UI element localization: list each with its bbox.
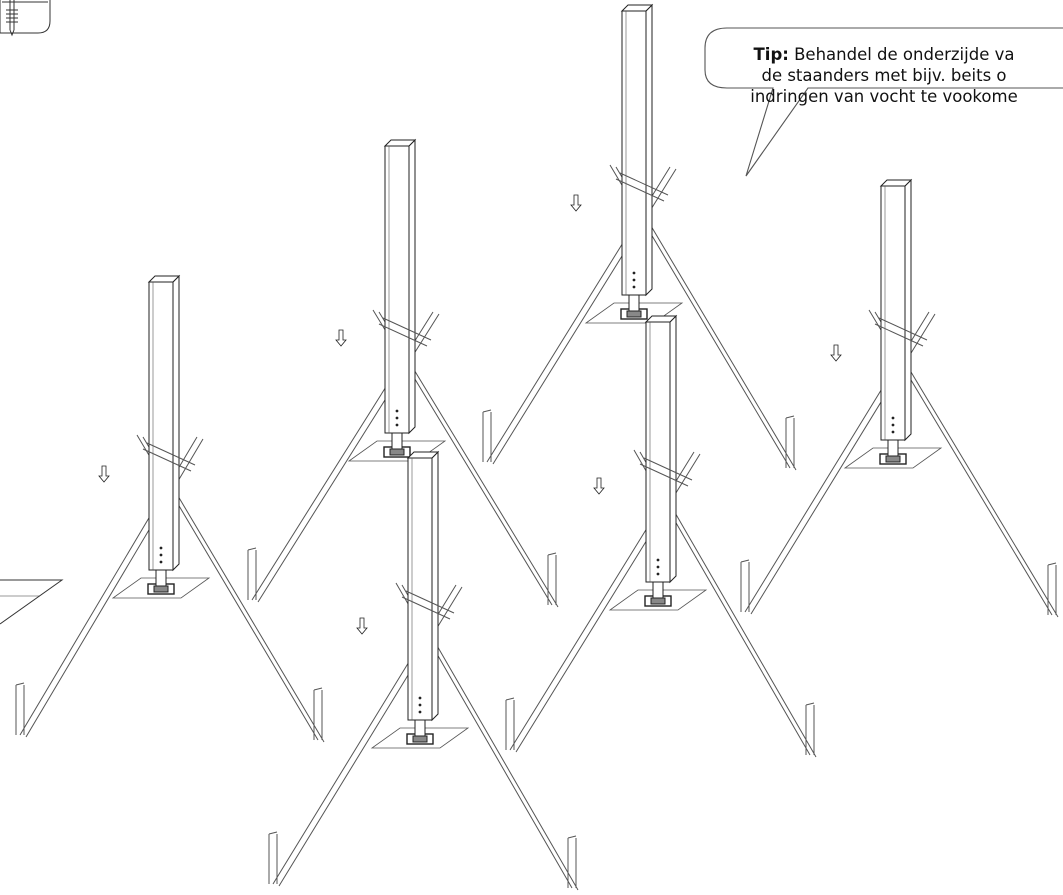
- post-side: [431, 450, 439, 722]
- down-arrow-icon: [593, 477, 605, 495]
- down-arrow-icon: [335, 329, 347, 347]
- front-brace-segment: [401, 590, 455, 620]
- left-brace-stake: [482, 409, 492, 462]
- post-anchor: [628, 294, 640, 312]
- right-brace-stake: [785, 415, 795, 468]
- post-top: [147, 275, 181, 283]
- post-front: [880, 185, 906, 441]
- screw-dot: [632, 278, 636, 282]
- screw-dot: [418, 710, 422, 714]
- right-brace-stake: [547, 552, 557, 605]
- post-anchor: [391, 432, 403, 450]
- post-front: [384, 145, 410, 434]
- down-arrow-icon: [356, 617, 368, 635]
- right-brace-stake: [313, 687, 323, 740]
- screw-dot: [632, 271, 636, 275]
- post-assembly-3: [482, 3, 797, 471]
- post-shoe-inner: [626, 310, 642, 318]
- tip-line-1: Tip: Behandel de onderzijde va: [705, 44, 1063, 65]
- post-anchor: [155, 569, 167, 587]
- screw-dot: [656, 572, 660, 576]
- post-shoe-inner: [650, 597, 666, 605]
- post-top: [383, 139, 417, 147]
- screw-dot: [395, 423, 399, 427]
- post-side: [172, 274, 180, 572]
- post-assembly-6: [268, 450, 579, 891]
- down-arrow-icon: [570, 194, 582, 212]
- left-brace-stake: [505, 697, 515, 750]
- screw-dot: [395, 409, 399, 413]
- screw-dot: [891, 423, 895, 427]
- post-shoe-inner: [885, 455, 901, 463]
- down-arrow-icon: [830, 344, 842, 362]
- left-brace-stake: [268, 831, 278, 884]
- post-anchor: [652, 581, 664, 599]
- post-front: [148, 281, 174, 571]
- post-top: [644, 315, 678, 323]
- post-shoe-inner: [389, 448, 405, 456]
- post-top: [620, 4, 654, 12]
- screw-dot: [395, 416, 399, 420]
- tip-line-1-text: Behandel de onderzijde va: [788, 45, 1015, 64]
- left-brace-stake: [15, 682, 25, 735]
- screw-dot: [159, 546, 163, 550]
- front-brace-segment: [378, 317, 432, 347]
- front-brace-segment: [874, 317, 928, 347]
- tip-text: Tip: Behandel de onderzijde va de staand…: [705, 44, 1063, 107]
- screw-dot: [418, 696, 422, 700]
- front-brace-segment: [639, 457, 693, 487]
- post-side: [408, 138, 416, 435]
- post-assembly-5: [740, 178, 1059, 618]
- post-shoe-inner: [412, 735, 428, 743]
- screw-tool-inset: [0, 0, 51, 37]
- post-top: [879, 179, 913, 187]
- post-assembly-1: [15, 274, 325, 743]
- post-side: [645, 3, 653, 297]
- screw-dot: [418, 703, 422, 707]
- screw-dot: [891, 430, 895, 434]
- right-brace-stake: [1047, 562, 1057, 615]
- post-front: [407, 457, 433, 721]
- left-brace-stake: [740, 559, 750, 612]
- post-front: [621, 10, 647, 296]
- screw-dot: [656, 558, 660, 562]
- screw-dot: [656, 565, 660, 569]
- screw-dot: [159, 553, 163, 557]
- post-top: [406, 451, 440, 459]
- screw-dot: [891, 416, 895, 420]
- post-anchor: [887, 439, 899, 457]
- post-side: [669, 314, 677, 584]
- tip-line-2: de staanders met bijv. beits o: [761, 66, 1007, 85]
- base-plate-inset: [0, 579, 64, 625]
- post-assembly-4: [505, 314, 817, 758]
- screw-dot: [632, 285, 636, 289]
- front-brace-segment: [615, 172, 669, 202]
- post-side: [904, 178, 912, 442]
- post-assembly-2: [247, 138, 559, 608]
- front-brace-segment: [142, 442, 196, 472]
- post-anchor: [414, 719, 426, 737]
- right-brace-stake: [805, 702, 815, 755]
- down-arrow-icon: [98, 465, 110, 483]
- tip-line-3: indringen van vocht te vookome: [750, 87, 1018, 106]
- post-front: [645, 321, 671, 583]
- screw-dot: [159, 560, 163, 564]
- left-brace-stake: [247, 547, 257, 600]
- right-brace-stake: [567, 835, 577, 888]
- tip-label: Tip:: [753, 45, 789, 64]
- post-shoe-inner: [153, 585, 169, 593]
- tip-callout-bubble: [704, 27, 1063, 177]
